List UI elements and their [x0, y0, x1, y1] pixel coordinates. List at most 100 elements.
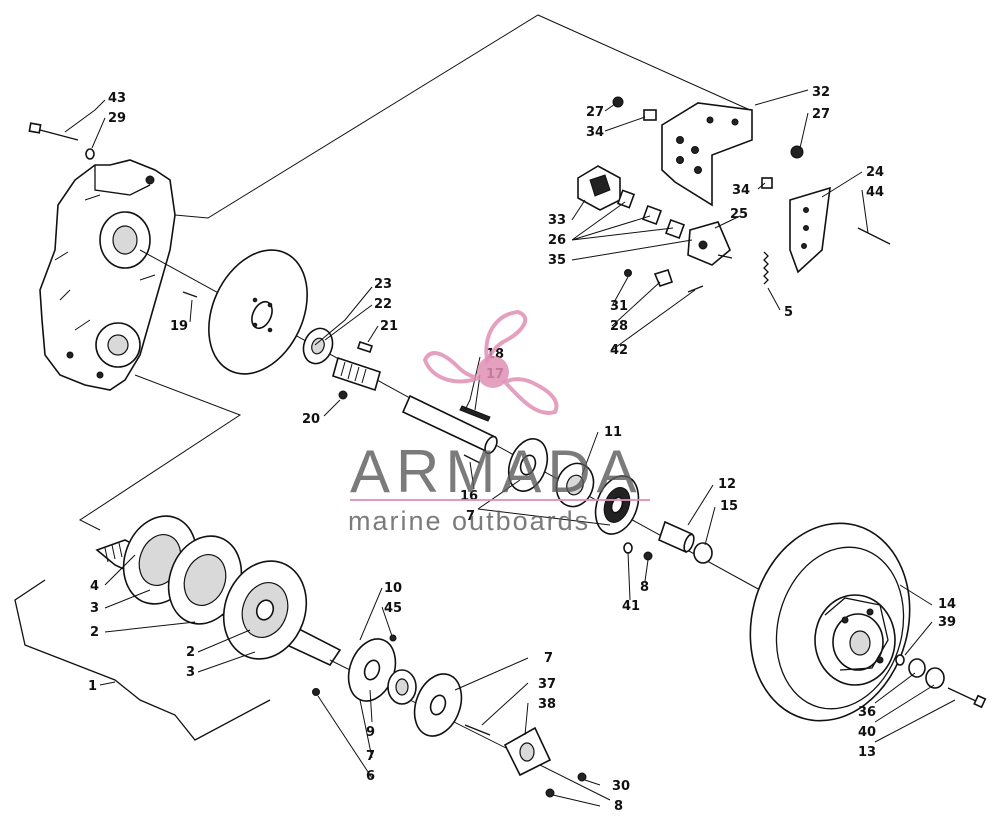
callout-24: 24 — [866, 165, 884, 180]
reference-line-lower — [78, 374, 242, 531]
callout-39: 39 — [938, 615, 956, 630]
spacer-34-right — [761, 177, 773, 189]
brake-pad-26-c — [665, 219, 685, 239]
callout-15: 15 — [720, 499, 738, 514]
propeller-icon — [422, 309, 559, 415]
washer-15 — [693, 542, 713, 564]
callout-1: 1 — [88, 679, 97, 694]
callout-10: 10 — [384, 581, 402, 596]
spacer-34-left — [643, 109, 657, 121]
callout-36: 36 — [858, 705, 876, 720]
pin-19 — [182, 291, 198, 298]
callout-23: 23 — [374, 277, 392, 292]
callout-2-right: 2 — [186, 645, 195, 660]
assembly-bracket-1 — [14, 579, 271, 741]
callout-20: 20 — [302, 412, 320, 427]
pin-42 — [687, 285, 704, 293]
callout-7-lower: 7 — [544, 651, 553, 666]
callout-19: 19 — [170, 319, 188, 334]
screw-30 — [577, 772, 587, 782]
callout-9: 9 — [366, 725, 375, 740]
callout-14: 14 — [938, 597, 956, 612]
nut-8-upper — [643, 551, 653, 561]
callout-12: 12 — [718, 477, 736, 492]
callout-45: 45 — [384, 601, 402, 616]
leader-lines — [64, 89, 956, 807]
callout-29: 29 — [108, 111, 126, 126]
callout-41: 41 — [622, 599, 640, 614]
callout-28: 28 — [610, 319, 628, 334]
callout-43: 43 — [108, 91, 126, 106]
callout-7-bottom: 7 — [366, 749, 375, 764]
screw-31 — [624, 269, 632, 277]
callout-7-upper: 7 — [466, 509, 475, 524]
caliper-block-33 — [577, 165, 621, 211]
brake-pad-26-b — [642, 205, 662, 225]
washer-39 — [895, 654, 905, 666]
callout-37: 37 — [538, 677, 556, 692]
callout-22: 22 — [374, 297, 392, 312]
callout-13: 13 — [858, 745, 876, 760]
callout-3-left: 3 — [90, 601, 99, 616]
bearing-11 — [555, 462, 595, 508]
callout-42: 42 — [610, 343, 628, 358]
brake-disc-23 — [208, 249, 308, 375]
callout-38: 38 — [538, 697, 556, 712]
nut-27-left — [612, 96, 624, 108]
sleeve-17-18 — [401, 394, 498, 455]
bolt-13 — [947, 687, 987, 709]
callout-32: 32 — [812, 85, 830, 100]
nut-8-lower — [545, 788, 555, 798]
callout-34-right: 34 — [732, 183, 750, 198]
callout-8-lower: 8 — [614, 799, 623, 814]
jackshaft — [332, 356, 381, 392]
brake-pad-26-a — [616, 189, 636, 209]
callout-27-left: 27 — [586, 105, 604, 120]
bolt-6 — [312, 688, 320, 696]
flange-disc-7-lower — [413, 673, 463, 737]
callout-5: 5 — [784, 305, 793, 320]
callout-34-left: 34 — [586, 125, 604, 140]
nut-45 — [389, 634, 397, 642]
callout-31: 31 — [610, 299, 628, 314]
callout-33: 33 — [548, 213, 566, 228]
watermark: ARMADA marine outboards — [348, 309, 650, 536]
callout-35: 35 — [548, 253, 566, 268]
watermark-subtitle: marine outboards — [348, 506, 590, 536]
gearcase-housing — [39, 159, 176, 391]
callout-26: 26 — [548, 233, 566, 248]
callout-11: 11 — [604, 425, 622, 440]
caliper-25 — [687, 221, 733, 266]
nut-20 — [338, 390, 348, 400]
key-21 — [356, 340, 374, 354]
bolt-44 — [857, 227, 891, 245]
callout-2-left: 2 — [90, 625, 99, 640]
reference-line-top — [174, 14, 751, 219]
callout-3-right: 3 — [186, 665, 195, 680]
callout-44: 44 — [866, 185, 884, 200]
spring-5 — [763, 251, 769, 285]
brake-arm-24 — [789, 186, 831, 274]
clip-28 — [653, 269, 674, 287]
track-sprocket-3-right — [222, 560, 308, 660]
callout-30: 30 — [612, 779, 630, 794]
callout-8-upper: 8 — [640, 580, 649, 595]
flange-disc-7-dark — [594, 475, 640, 535]
bolt-16 — [463, 454, 481, 464]
bearing-flange-9 — [347, 638, 397, 702]
watermark-title: ARMADA — [350, 438, 643, 505]
washer-36 — [908, 658, 926, 678]
callout-labels: 43 29 19 23 22 21 20 18 17 16 7 11 12 15… — [88, 85, 956, 814]
driven-pulley-14 — [749, 522, 911, 722]
washer-40 — [925, 667, 945, 689]
flange-disc-7-upper — [507, 438, 549, 492]
mounting-bracket-32 — [661, 102, 753, 207]
callout-21: 21 — [380, 319, 398, 334]
spacer-12 — [658, 520, 695, 554]
bearing-22 — [302, 327, 334, 365]
bolt-43 — [28, 122, 95, 160]
callout-25: 25 — [730, 207, 748, 222]
nut-27-right — [790, 145, 804, 159]
